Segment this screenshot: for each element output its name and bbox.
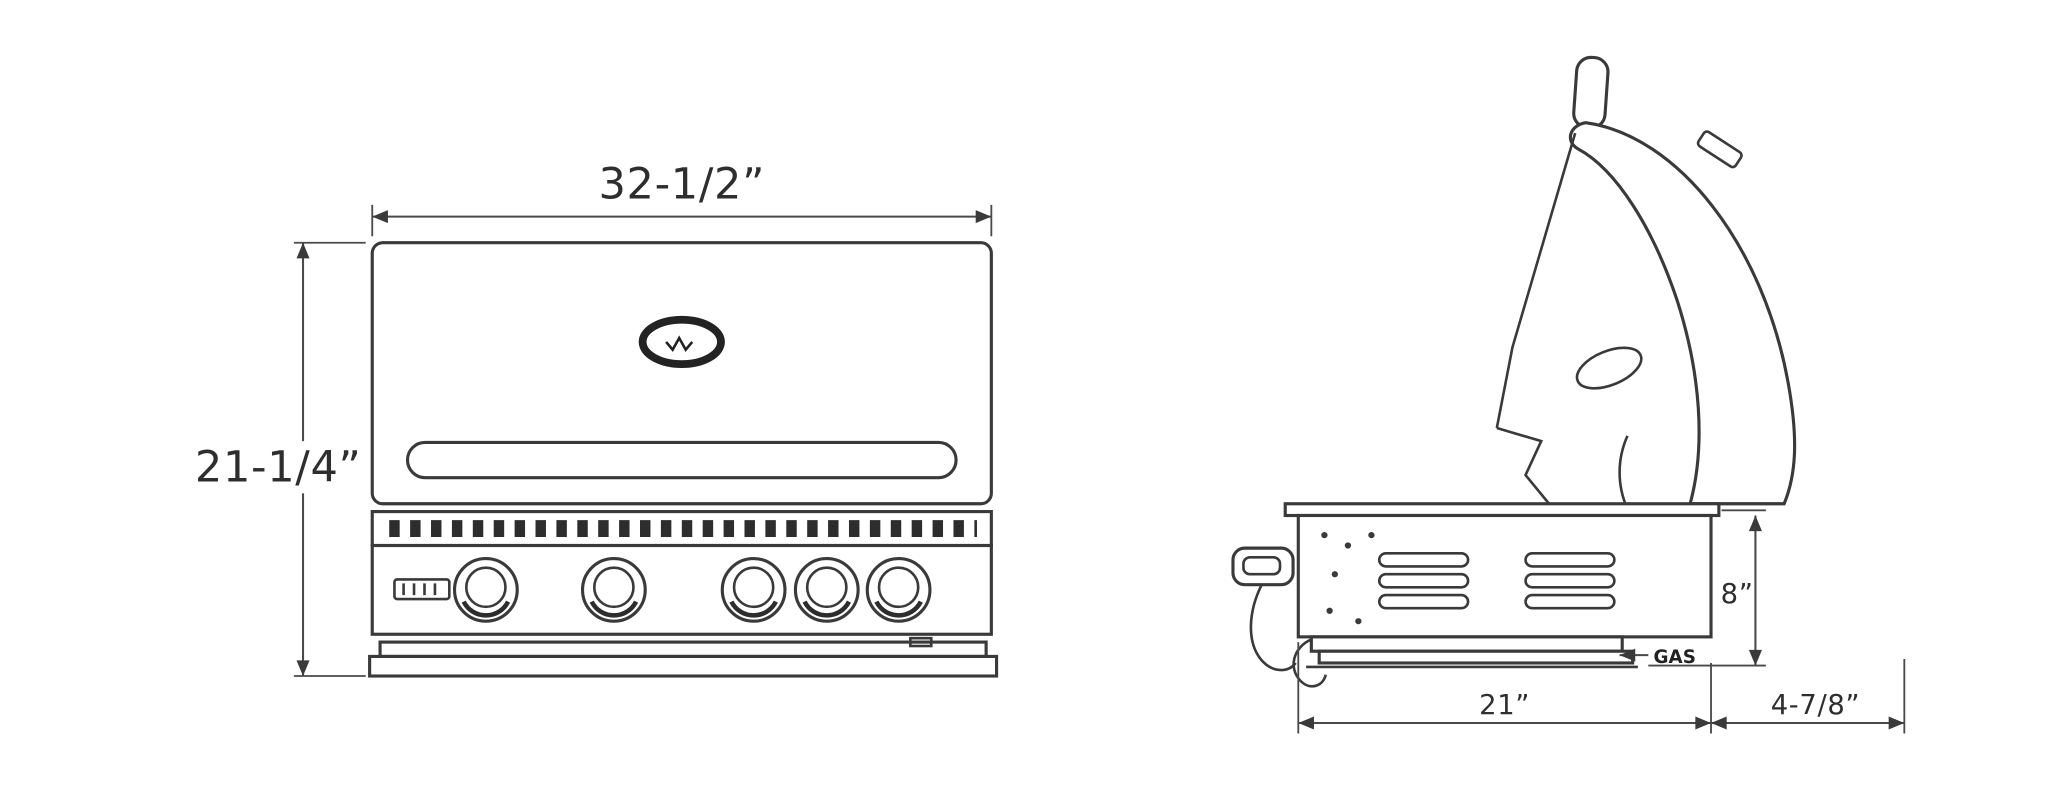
- knob-shadow-arc: [461, 600, 511, 618]
- burner-knob-2: [580, 556, 647, 623]
- panel-holes: [1321, 531, 1375, 625]
- brand-badge-text-marks: [402, 583, 437, 596]
- louver-slot: [1377, 572, 1470, 589]
- knob-inner: [877, 566, 920, 609]
- regulator-hose: [1249, 584, 1297, 672]
- label-backdrop: [185, 441, 371, 494]
- rail-notch: [909, 636, 933, 648]
- louver-slot: [1377, 552, 1470, 568]
- depth-dimension-label: 21”: [1479, 690, 1530, 721]
- lid-handle: [1572, 55, 1610, 130]
- brand-badge: [393, 578, 451, 601]
- lid-overhang-dimension-label: 4-7/8”: [1771, 690, 1861, 721]
- regulator-knob: [1231, 546, 1295, 587]
- knob-shadow-arc: [802, 600, 852, 618]
- lid-hinge: [1496, 426, 1628, 511]
- knob-shadow-arc: [874, 600, 923, 618]
- burner-knob-4: [793, 556, 860, 623]
- louver-slot: [1524, 572, 1616, 589]
- brand-badge-frame: [393, 578, 451, 601]
- body-panel: [1296, 513, 1713, 639]
- grease-tray-lower: [1317, 649, 1635, 665]
- base-rail-lower: [368, 654, 999, 678]
- lid-damper-oval: [1575, 346, 1643, 390]
- louver-slot: [1524, 593, 1616, 610]
- knob-inner: [592, 566, 635, 609]
- grease-tray-upper: [1309, 635, 1624, 653]
- brand-medallion: [638, 315, 725, 369]
- medallion-mark: [665, 335, 694, 353]
- louver-group-right: [1524, 552, 1616, 610]
- side-height-extension-lines: [1648, 509, 1766, 667]
- front-width-extension-lines: [371, 204, 993, 237]
- lid-left-edge: [1495, 132, 1577, 429]
- lid-shell: [1568, 121, 1797, 506]
- burner-knob-1: [452, 556, 519, 623]
- knob-shadow-arc: [729, 600, 778, 618]
- louver-group-left: [1377, 552, 1470, 610]
- louver-slot: [1377, 593, 1470, 610]
- side-height-dimension-label: 8”: [1721, 579, 1754, 610]
- grill-hood: [370, 241, 993, 506]
- burner-knob-3: [720, 556, 787, 623]
- body-top-lip: [1283, 502, 1721, 518]
- regulator-inner: [1242, 555, 1282, 576]
- side-view: GAS 8” 21” 4-7/8”: [1231, 55, 1906, 734]
- knob-shadow-arc: [589, 600, 639, 618]
- louver-slot: [1524, 552, 1616, 568]
- lid-inner-curve: [1618, 435, 1629, 510]
- front-view: 32-1/2” 21-1/4”: [185, 159, 999, 678]
- front-width-dimension-label: 32-1/2”: [598, 159, 765, 209]
- front-height-dimension-label: 21-1/4”: [195, 443, 362, 493]
- gas-regulator: [1231, 546, 1297, 672]
- knob-inner: [464, 566, 507, 609]
- gas-label: GAS: [1654, 647, 1696, 668]
- knob-inner: [805, 566, 848, 609]
- base-rail-upper: [378, 640, 988, 659]
- knob-inner: [732, 566, 775, 609]
- lid-top-tab: [1696, 130, 1743, 169]
- hood-handle: [405, 440, 958, 480]
- burner-knob-5: [865, 556, 932, 623]
